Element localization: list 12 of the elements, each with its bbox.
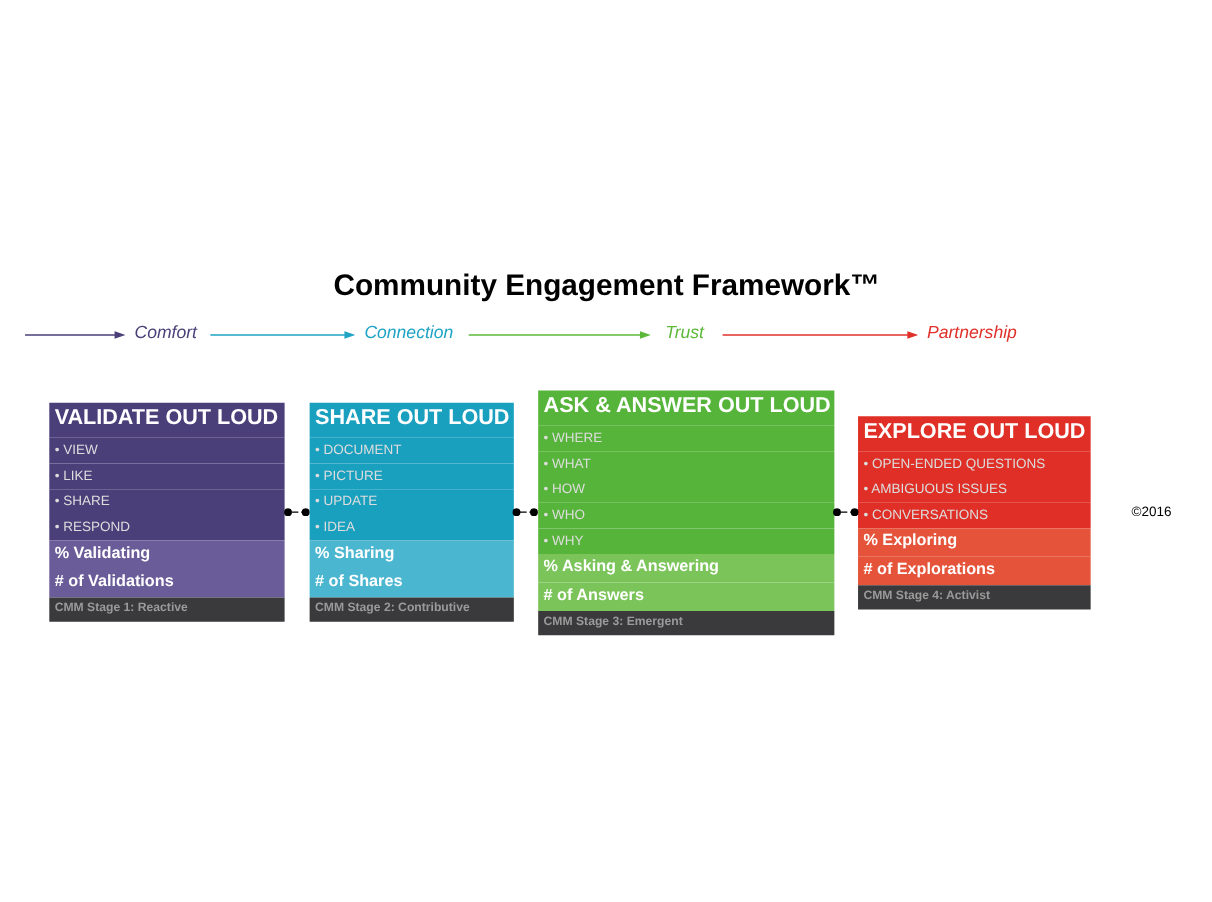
node-text: Connection: [364, 322, 454, 343]
connector: [512, 508, 538, 517]
node-text: Comfort: [134, 322, 197, 343]
node-text: Trust: [665, 322, 705, 343]
arrow: [468, 331, 651, 339]
arrow: [209, 331, 356, 339]
arrow: [24, 331, 126, 339]
connector: [833, 508, 859, 517]
connector: [284, 508, 310, 517]
arrow: [721, 331, 919, 339]
diagram-title: Community Engagement Framework™: [333, 271, 881, 304]
node-text: Partnership: [927, 322, 1017, 343]
